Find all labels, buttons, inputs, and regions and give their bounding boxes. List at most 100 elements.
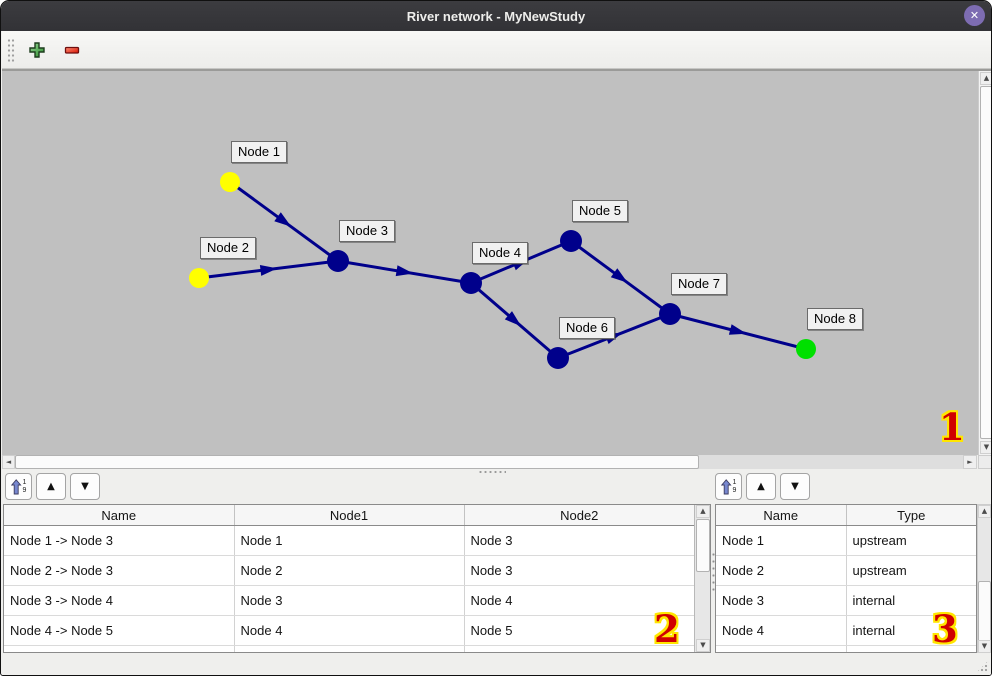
up-arrow-icon: ▲ [983, 74, 990, 82]
empty-row [716, 645, 976, 652]
network-canvas[interactable]: Node 1 Node 2 Node 3 Node 4 Node 5 Node 6 Node… [3, 71, 977, 455]
scroll-down-button[interactable]: ▼ [696, 639, 710, 652]
table-cell[interactable]: Node 3 [716, 585, 847, 616]
scroll-thumb[interactable] [980, 86, 991, 439]
annotation-3: 3 [932, 607, 958, 651]
table-cell[interactable]: Node 4 [234, 615, 465, 646]
node-label-node-3[interactable]: Node 3 [339, 220, 395, 242]
nodes-table-scrollbar[interactable]: ▲ ▼ [977, 504, 991, 654]
table-cell[interactable]: Node 1 [234, 525, 465, 556]
move-link-down-button[interactable]: ▼ [70, 473, 100, 500]
tables-splitter-handle[interactable] [711, 551, 716, 591]
move-node-down-button[interactable]: ▼ [780, 473, 810, 500]
table-cell[interactable]: Node 4 [716, 615, 847, 646]
node-label-node-8[interactable]: Node 8 [807, 308, 863, 330]
sort-digit-top: 1 [732, 479, 737, 486]
table-cell[interactable]: Node 4 -> Node 5 [4, 615, 235, 646]
node-label-node-1[interactable]: Node 1 [231, 141, 287, 163]
scroll-down-button[interactable]: ▼ [978, 640, 991, 653]
scroll-right-button[interactable]: ► [963, 455, 977, 469]
scroll-thumb[interactable] [978, 581, 991, 645]
close-button[interactable]: ✕ [964, 5, 985, 26]
table-cell[interactable]: internal [846, 585, 976, 616]
sort-ascending-icon [720, 478, 732, 494]
table-cell[interactable]: Node 3 [464, 555, 694, 586]
column-header-node2[interactable]: Node2 [464, 505, 694, 526]
scroll-up-button[interactable]: ▲ [980, 72, 991, 85]
plus-icon [29, 41, 45, 58]
move-node-up-button[interactable]: ▲ [746, 473, 776, 500]
node-node-7[interactable] [659, 303, 681, 325]
canvas-horizontal-scrollbar[interactable]: ◄ ► [2, 455, 977, 469]
scroll-thumb[interactable] [15, 455, 699, 469]
table-cell[interactable]: internal [846, 615, 976, 646]
empty-row [4, 645, 694, 652]
table-cell[interactable]: Node 5 [464, 615, 694, 646]
node-label-node-2[interactable]: Node 2 [200, 237, 256, 259]
column-header-node1[interactable]: Node1 [234, 505, 465, 526]
node-node-5[interactable] [560, 230, 582, 252]
node-node-4[interactable] [460, 272, 482, 294]
node-label-node-5[interactable]: Node 5 [572, 200, 628, 222]
scroll-thumb[interactable] [696, 519, 710, 572]
links-table-scrollbar[interactable]: ▲ ▼ [694, 505, 710, 652]
table-cell[interactable]: Node 2 [234, 555, 465, 586]
table-cell[interactable]: Node 3 [234, 585, 465, 616]
scroll-left-button[interactable]: ◄ [2, 455, 15, 469]
remove-button[interactable] [59, 37, 85, 63]
edge-arrow-icon [504, 311, 522, 327]
column-header-name[interactable]: Name [716, 505, 847, 526]
scroll-up-button[interactable]: ▲ [978, 505, 991, 518]
column-header-type[interactable]: Type [846, 505, 976, 526]
node-label-node-4[interactable]: Node 4 [472, 242, 528, 264]
table-cell[interactable]: Node 3 [464, 525, 694, 556]
node-node-3[interactable] [327, 250, 349, 272]
node-node-8[interactable] [796, 339, 816, 359]
node-label-node-6[interactable]: Node 6 [559, 317, 615, 339]
sort-ascending-icon [10, 478, 22, 494]
table-cell[interactable]: Node 2 [716, 555, 847, 586]
node-node-1[interactable] [220, 172, 240, 192]
toolbar-drag-handle[interactable] [7, 37, 15, 62]
node-label-node-7[interactable]: Node 7 [671, 273, 727, 295]
add-button[interactable] [24, 37, 50, 63]
table-cell[interactable]: Node 1 -> Node 3 [4, 525, 235, 556]
canvas-vertical-scrollbar[interactable]: ▲ ▼ [978, 71, 991, 455]
table-cell[interactable]: upstream [846, 555, 976, 586]
pane-splitter-handle[interactable] [478, 470, 506, 474]
table-cell[interactable]: Node 1 [716, 525, 847, 556]
sort-digit-bottom: 9 [22, 487, 27, 494]
edge-arrow-icon [610, 268, 628, 283]
node-node-6[interactable] [547, 347, 569, 369]
table-cell[interactable]: Node 3 -> Node 4 [4, 585, 235, 616]
annotation-2: 2 [654, 607, 680, 651]
table-cell[interactable]: upstream [846, 525, 976, 556]
node-node-2[interactable] [189, 268, 209, 288]
title-bar[interactable]: River network - MyNewStudy ✕ [1, 1, 991, 31]
move-link-up-button[interactable]: ▲ [36, 473, 66, 500]
resize-grip[interactable] [976, 660, 989, 673]
canvas-pane: Node 1 Node 2 Node 3 Node 4 Node 5 Node 6 Node… [2, 69, 991, 455]
table-cell[interactable]: Node 4 [464, 585, 694, 616]
table-cell[interactable]: Node 2 -> Node 3 [4, 555, 235, 586]
column-header-name[interactable]: Name [4, 505, 235, 526]
scroll-up-button[interactable]: ▲ [696, 505, 710, 518]
scroll-down-button[interactable]: ▼ [980, 441, 991, 454]
edge-arrow-icon [259, 265, 278, 276]
window-title: River network - MyNewStudy [406, 8, 586, 24]
sort-digit-top: 1 [22, 479, 27, 486]
